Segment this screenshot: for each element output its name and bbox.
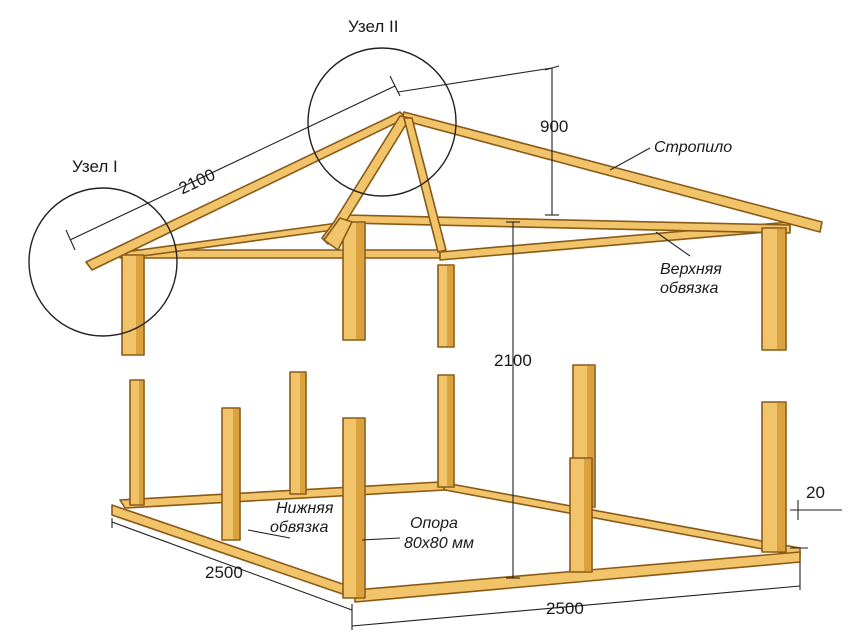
front-width-dimension: 2500 — [546, 599, 584, 618]
rafter-label: Стропило — [654, 139, 732, 156]
node-1-label: Узел I — [72, 157, 118, 176]
roof-height-dimension: 900 — [540, 117, 568, 136]
front-posts — [121, 221, 787, 599]
bottom-frame — [111, 481, 801, 603]
top-frame — [119, 214, 791, 261]
post-label-line2: 80x80 мм — [404, 535, 474, 552]
bottom-offset-dimension: 20 — [806, 483, 825, 502]
rafters — [85, 111, 823, 271]
bottom-frame-label-line1: Нижняя — [276, 500, 334, 517]
node-2-circle — [307, 47, 457, 197]
bottom-frame-label-line2: обвязка — [270, 519, 328, 536]
node-1-circle — [28, 187, 178, 337]
rafter-length-dimension: 2100 — [176, 165, 218, 198]
back-posts — [129, 264, 596, 573]
post-label-line1: Опора — [410, 515, 458, 532]
post-height-dimension: 2100 — [494, 351, 532, 370]
left-width-dimension: 2500 — [205, 563, 243, 582]
dimension-lines — [65, 65, 842, 630]
leader-lines — [247, 147, 691, 541]
node-2-label: Узел II — [348, 17, 398, 36]
top-frame-label-line1: Верхняя — [660, 261, 722, 278]
top-frame-label-line2: обвязка — [660, 280, 718, 297]
